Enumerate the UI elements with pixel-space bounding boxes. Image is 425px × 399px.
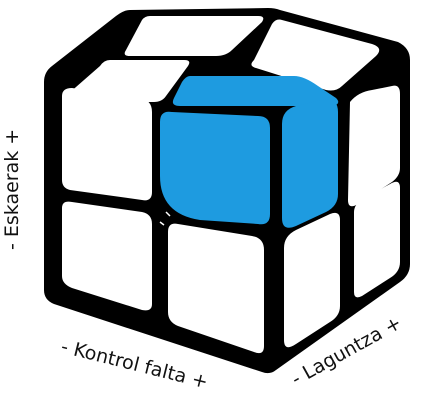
highlight-right-face bbox=[282, 99, 338, 228]
axis-label-vertical: - Eskaerak + bbox=[1, 129, 23, 250]
front-tile-top-left bbox=[62, 88, 152, 200]
highlight-front-face bbox=[160, 112, 270, 225]
